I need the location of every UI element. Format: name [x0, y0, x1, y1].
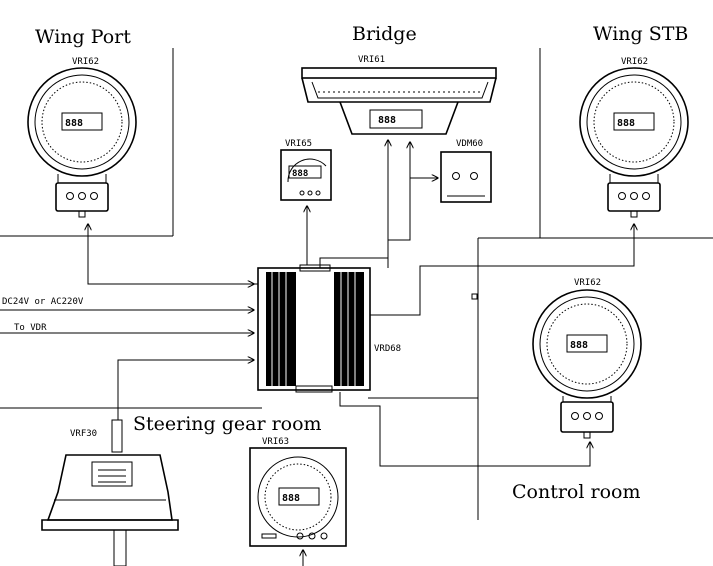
vri61-label: VRI61 — [358, 55, 385, 65]
vrd68-distribution-unit: VRD68 — [257, 264, 401, 393]
vri62-port-label: VRI62 — [72, 57, 99, 67]
vri62-stb-indicator: VRI62 888 — [579, 57, 689, 218]
vdm60-module: VDM60 — [440, 139, 492, 203]
vri62-port-indicator: VRI62 888 — [27, 57, 137, 218]
vrd68-label: VRD68 — [374, 344, 401, 354]
connections — [0, 140, 634, 566]
vri62-control-digits: 888 — [570, 340, 588, 351]
vri62-stb-label: VRI62 — [621, 57, 648, 67]
vri63-label: VRI63 — [262, 437, 289, 447]
zone-label-wing-stb: Wing STB — [593, 23, 688, 45]
zone-label-bridge: Bridge — [352, 23, 417, 45]
zone-label-steering-gear-room: Steering gear room — [133, 413, 322, 435]
vri63-indicator: VRI63 888 — [249, 437, 347, 547]
vrf30-label: VRF30 — [70, 429, 97, 439]
vri65-indicator: VRI65 888 — [280, 139, 332, 201]
vri62-control-label: VRI62 — [574, 278, 601, 288]
vri62-control-indicator: VRI62 888 — [532, 278, 642, 439]
vri65-digits: 888 — [292, 169, 308, 179]
vri65-label: VRI65 — [285, 139, 312, 149]
vrf30-transmitter: VRF30 — [41, 419, 179, 566]
vri61-digits: 888 — [378, 115, 396, 126]
zone-label-control-room: Control room — [512, 481, 640, 503]
power-input-label: DC24V or AC220V — [2, 297, 84, 307]
zone-label-wing-port: Wing Port — [35, 26, 131, 48]
vri61-bridge-indicator: VRI61 888 — [301, 55, 497, 135]
vri62-port-digits: 888 — [65, 118, 83, 129]
vdm60-label: VDM60 — [456, 139, 483, 149]
vri62-stb-digits: 888 — [617, 118, 635, 129]
vdr-output-label: To VDR — [14, 323, 47, 333]
vri63-digits: 888 — [282, 493, 300, 504]
zone-boundaries — [0, 48, 713, 520]
